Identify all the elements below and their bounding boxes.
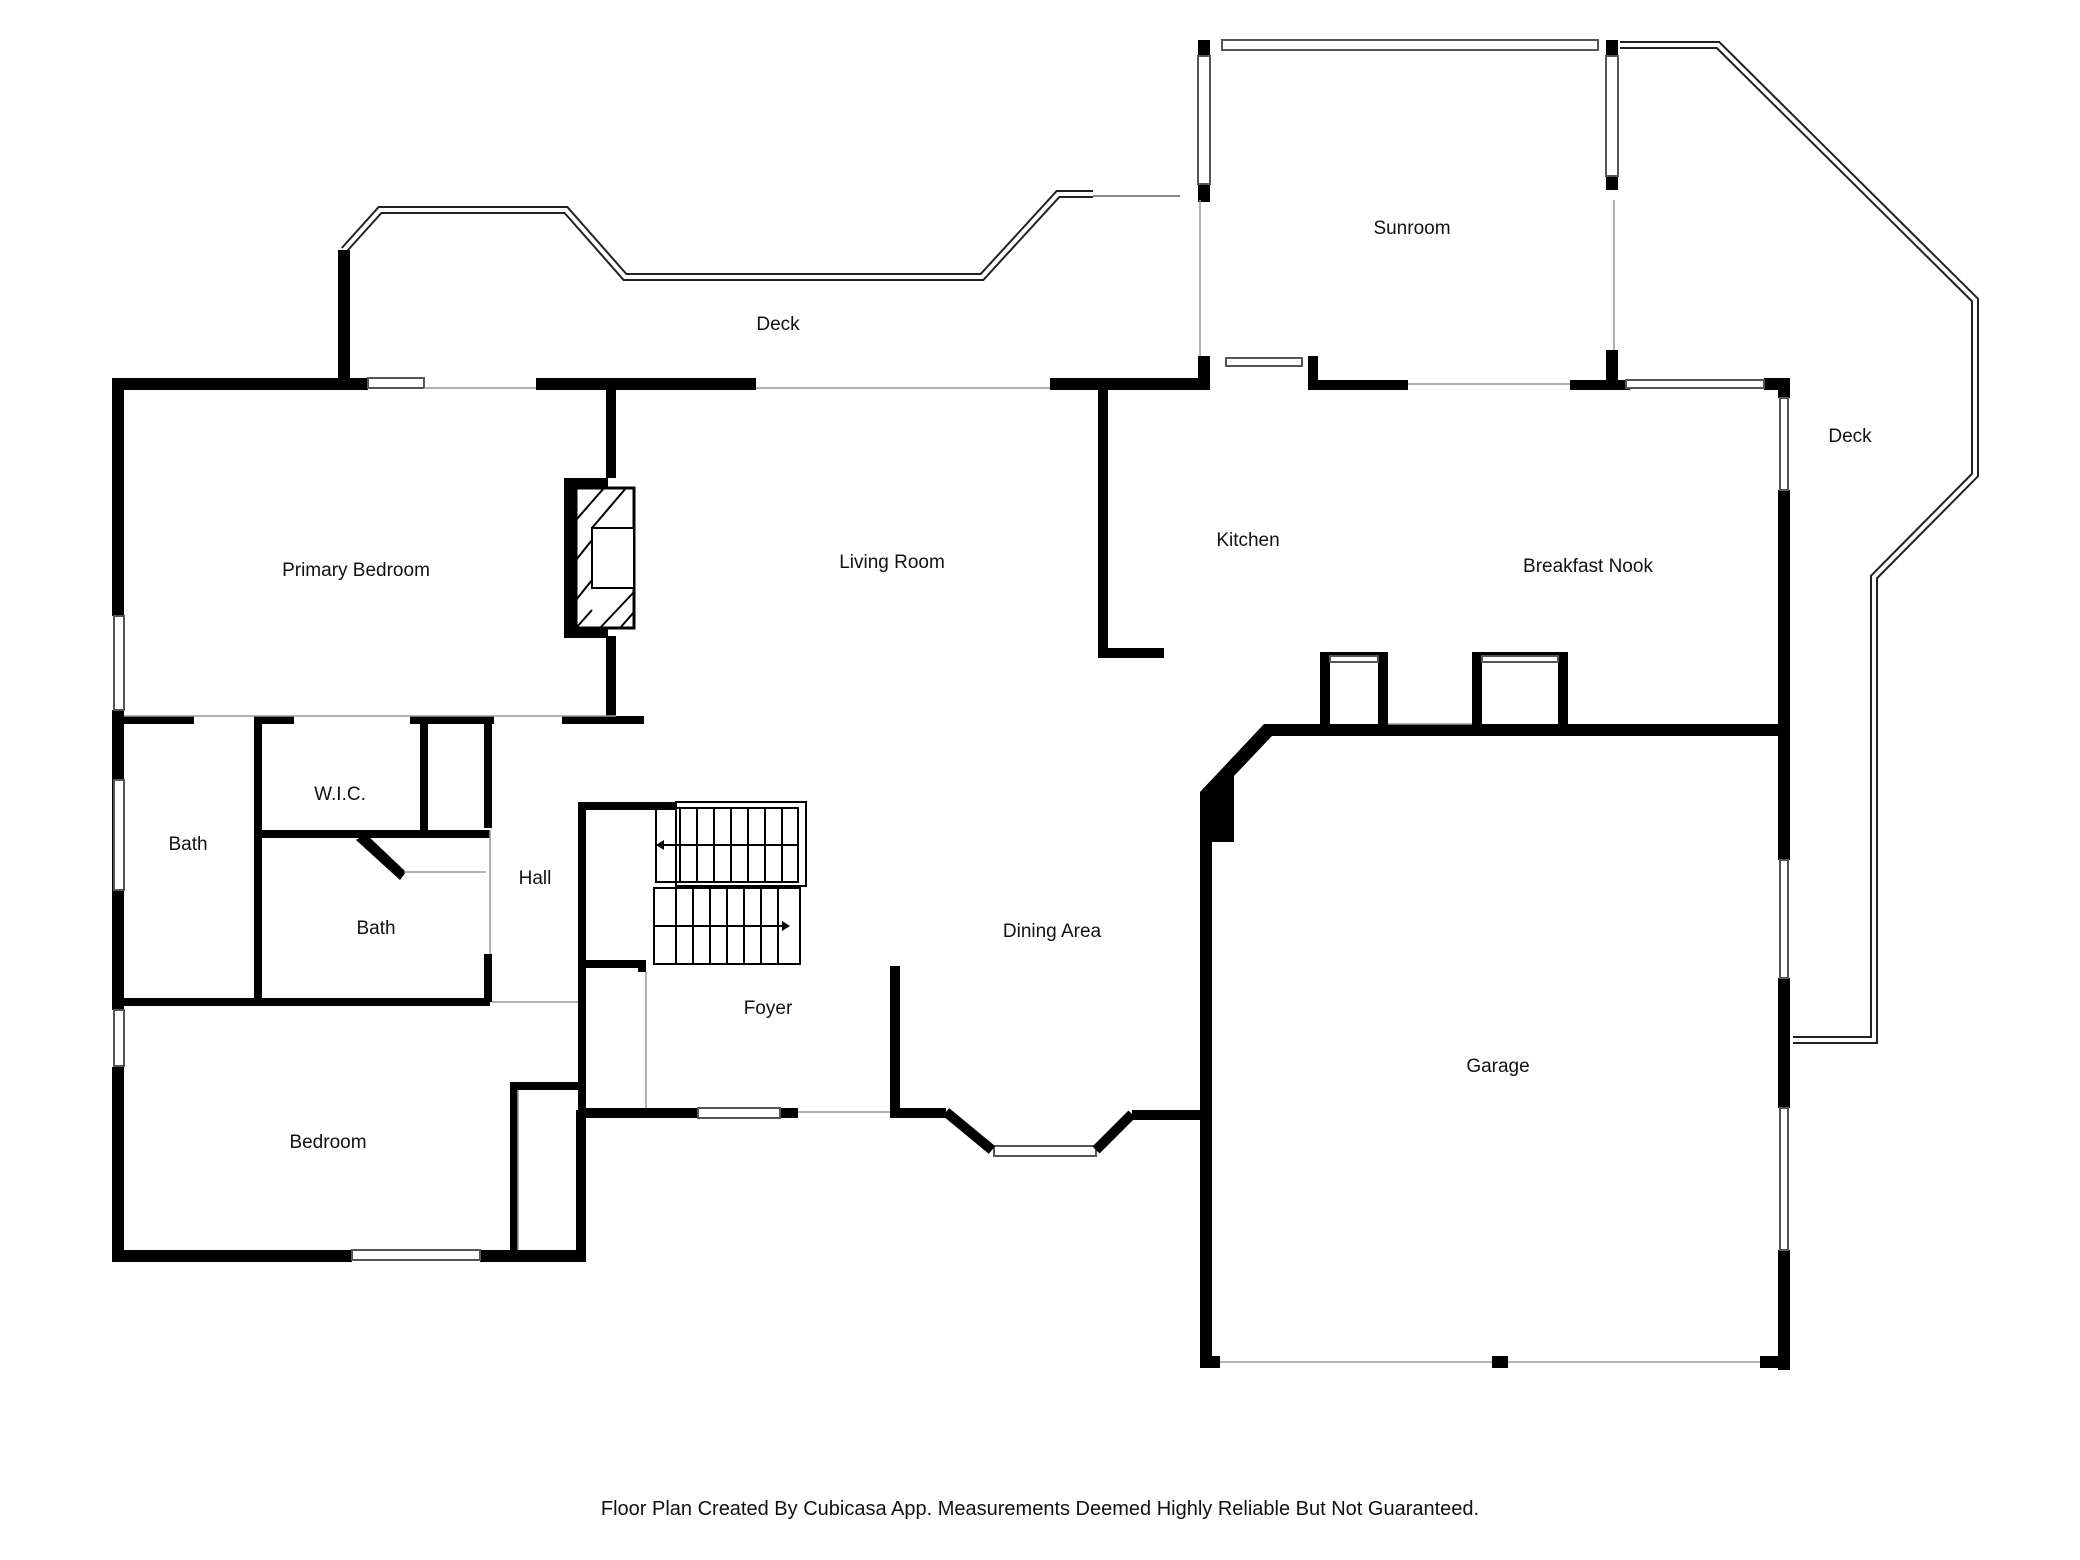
room-label-bath-left: Bath — [168, 834, 207, 855]
room-label-deck-east: Deck — [1828, 426, 1872, 447]
room-label-kitchen: Kitchen — [1216, 530, 1279, 551]
room-label-living-room: Living Room — [839, 552, 945, 573]
room-label-foyer: Foyer — [744, 998, 793, 1019]
stair-arrow-icon — [782, 921, 790, 931]
room-label-hall: Hall — [519, 868, 552, 889]
room-label-breakfast-nook: Breakfast Nook — [1523, 556, 1653, 577]
room-label-bedroom: Bedroom — [289, 1132, 366, 1153]
room-label-primary-bedroom: Primary Bedroom — [282, 560, 430, 581]
room-label-garage: Garage — [1466, 1056, 1529, 1077]
window-bay-segments — [942, 1108, 1136, 1154]
openings — [124, 200, 1760, 1363]
fireplace — [574, 486, 636, 630]
staircase — [653, 801, 807, 965]
room-label-sunroom: Sunroom — [1373, 218, 1450, 239]
footer-disclaimer: Floor Plan Created By Cubicasa App. Meas… — [600, 1498, 1480, 1520]
walls — [112, 40, 1790, 1370]
room-label-wic: W.I.C. — [314, 784, 366, 805]
stair-arrow-icon — [656, 840, 664, 850]
windows — [113, 39, 1789, 1261]
room-label-deck-north: Deck — [756, 314, 800, 335]
room-label-bath-center: Bath — [356, 918, 395, 939]
room-label-dining-area: Dining Area — [1003, 921, 1102, 942]
deck-railings-inner — [342, 43, 1977, 1042]
